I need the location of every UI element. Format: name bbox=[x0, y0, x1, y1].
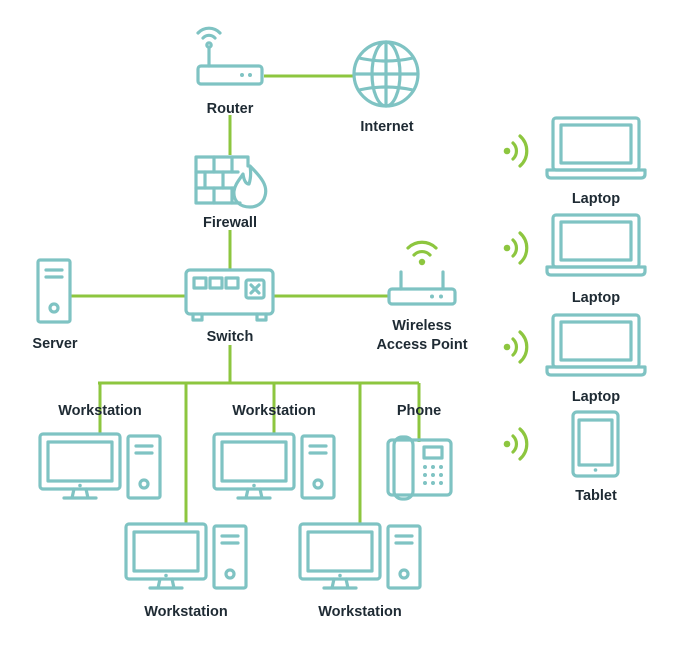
phone-icon bbox=[386, 435, 453, 501]
workstation-label: Workstation bbox=[318, 604, 402, 620]
workstation-icon bbox=[124, 522, 248, 590]
server-label: Server bbox=[32, 336, 78, 352]
wireless-ap-label-line1: Wireless bbox=[392, 318, 452, 334]
server-icon bbox=[36, 258, 72, 324]
tablet-icon bbox=[571, 410, 620, 478]
laptop-icon bbox=[545, 313, 647, 377]
laptop-icon bbox=[545, 213, 647, 277]
internet-label: Internet bbox=[360, 119, 413, 135]
switch-icon bbox=[184, 268, 275, 322]
switch-label: Switch bbox=[207, 329, 254, 345]
wifi-signal-icon bbox=[502, 231, 529, 265]
workstation-icon bbox=[212, 432, 336, 500]
laptop-label: Laptop bbox=[572, 191, 620, 207]
wireless-access-point-icon bbox=[387, 240, 457, 306]
laptop-label: Laptop bbox=[572, 389, 620, 405]
workstation-label: Workstation bbox=[144, 604, 228, 620]
workstation-label: Workstation bbox=[232, 403, 316, 419]
wifi-signal-icon bbox=[502, 330, 529, 364]
firewall-icon bbox=[194, 155, 268, 209]
workstation-icon bbox=[298, 522, 422, 590]
wifi-signal-icon bbox=[502, 134, 529, 168]
globe-icon bbox=[352, 40, 420, 108]
router-icon bbox=[196, 26, 264, 86]
workstation-label: Workstation bbox=[58, 403, 142, 419]
phone-label: Phone bbox=[397, 403, 441, 419]
router-label: Router bbox=[207, 101, 254, 117]
connection-lines bbox=[70, 74, 421, 524]
laptop-label: Laptop bbox=[572, 290, 620, 306]
wireless-ap-label-line2: Access Point bbox=[376, 337, 467, 353]
wifi-signal-icon bbox=[502, 427, 529, 461]
tablet-label: Tablet bbox=[575, 488, 617, 504]
laptop-icon bbox=[545, 116, 647, 180]
firewall-label: Firewall bbox=[203, 215, 257, 231]
workstation-icon bbox=[38, 432, 162, 500]
